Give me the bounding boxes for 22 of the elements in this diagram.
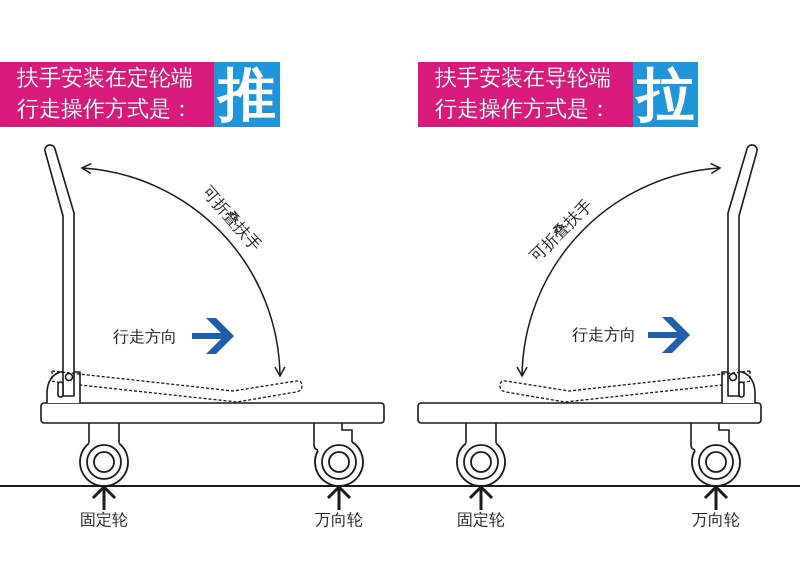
arrow	[468, 486, 494, 510]
wheel	[691, 441, 741, 487]
action-tile: 拉	[633, 62, 698, 127]
part-label: 固定轮	[457, 510, 505, 530]
part-label: 万向轮	[692, 510, 740, 530]
wheel	[79, 442, 129, 487]
direction-label: 行走方向	[113, 326, 177, 346]
wheel	[314, 441, 364, 487]
part-label: 万向轮	[315, 510, 363, 530]
arrow	[326, 486, 352, 510]
handle-label: 可折叠扶手	[526, 195, 596, 265]
arrow	[92, 486, 116, 510]
wheel	[456, 442, 506, 487]
part-label: 固定轮	[80, 510, 128, 530]
instruction-banner	[0, 62, 214, 127]
instruction-text: 扶手安装在导轮端行走操作方式是：	[435, 65, 612, 124]
action-tile: 推	[214, 62, 280, 127]
handle-label: 可折叠扶手	[198, 182, 266, 254]
instruction-text: 扶手安装在定轮端行走操作方式是：	[17, 65, 194, 124]
direction-label: 行走方向	[572, 324, 636, 344]
arrow	[704, 486, 728, 510]
instruction-banner	[418, 62, 633, 127]
